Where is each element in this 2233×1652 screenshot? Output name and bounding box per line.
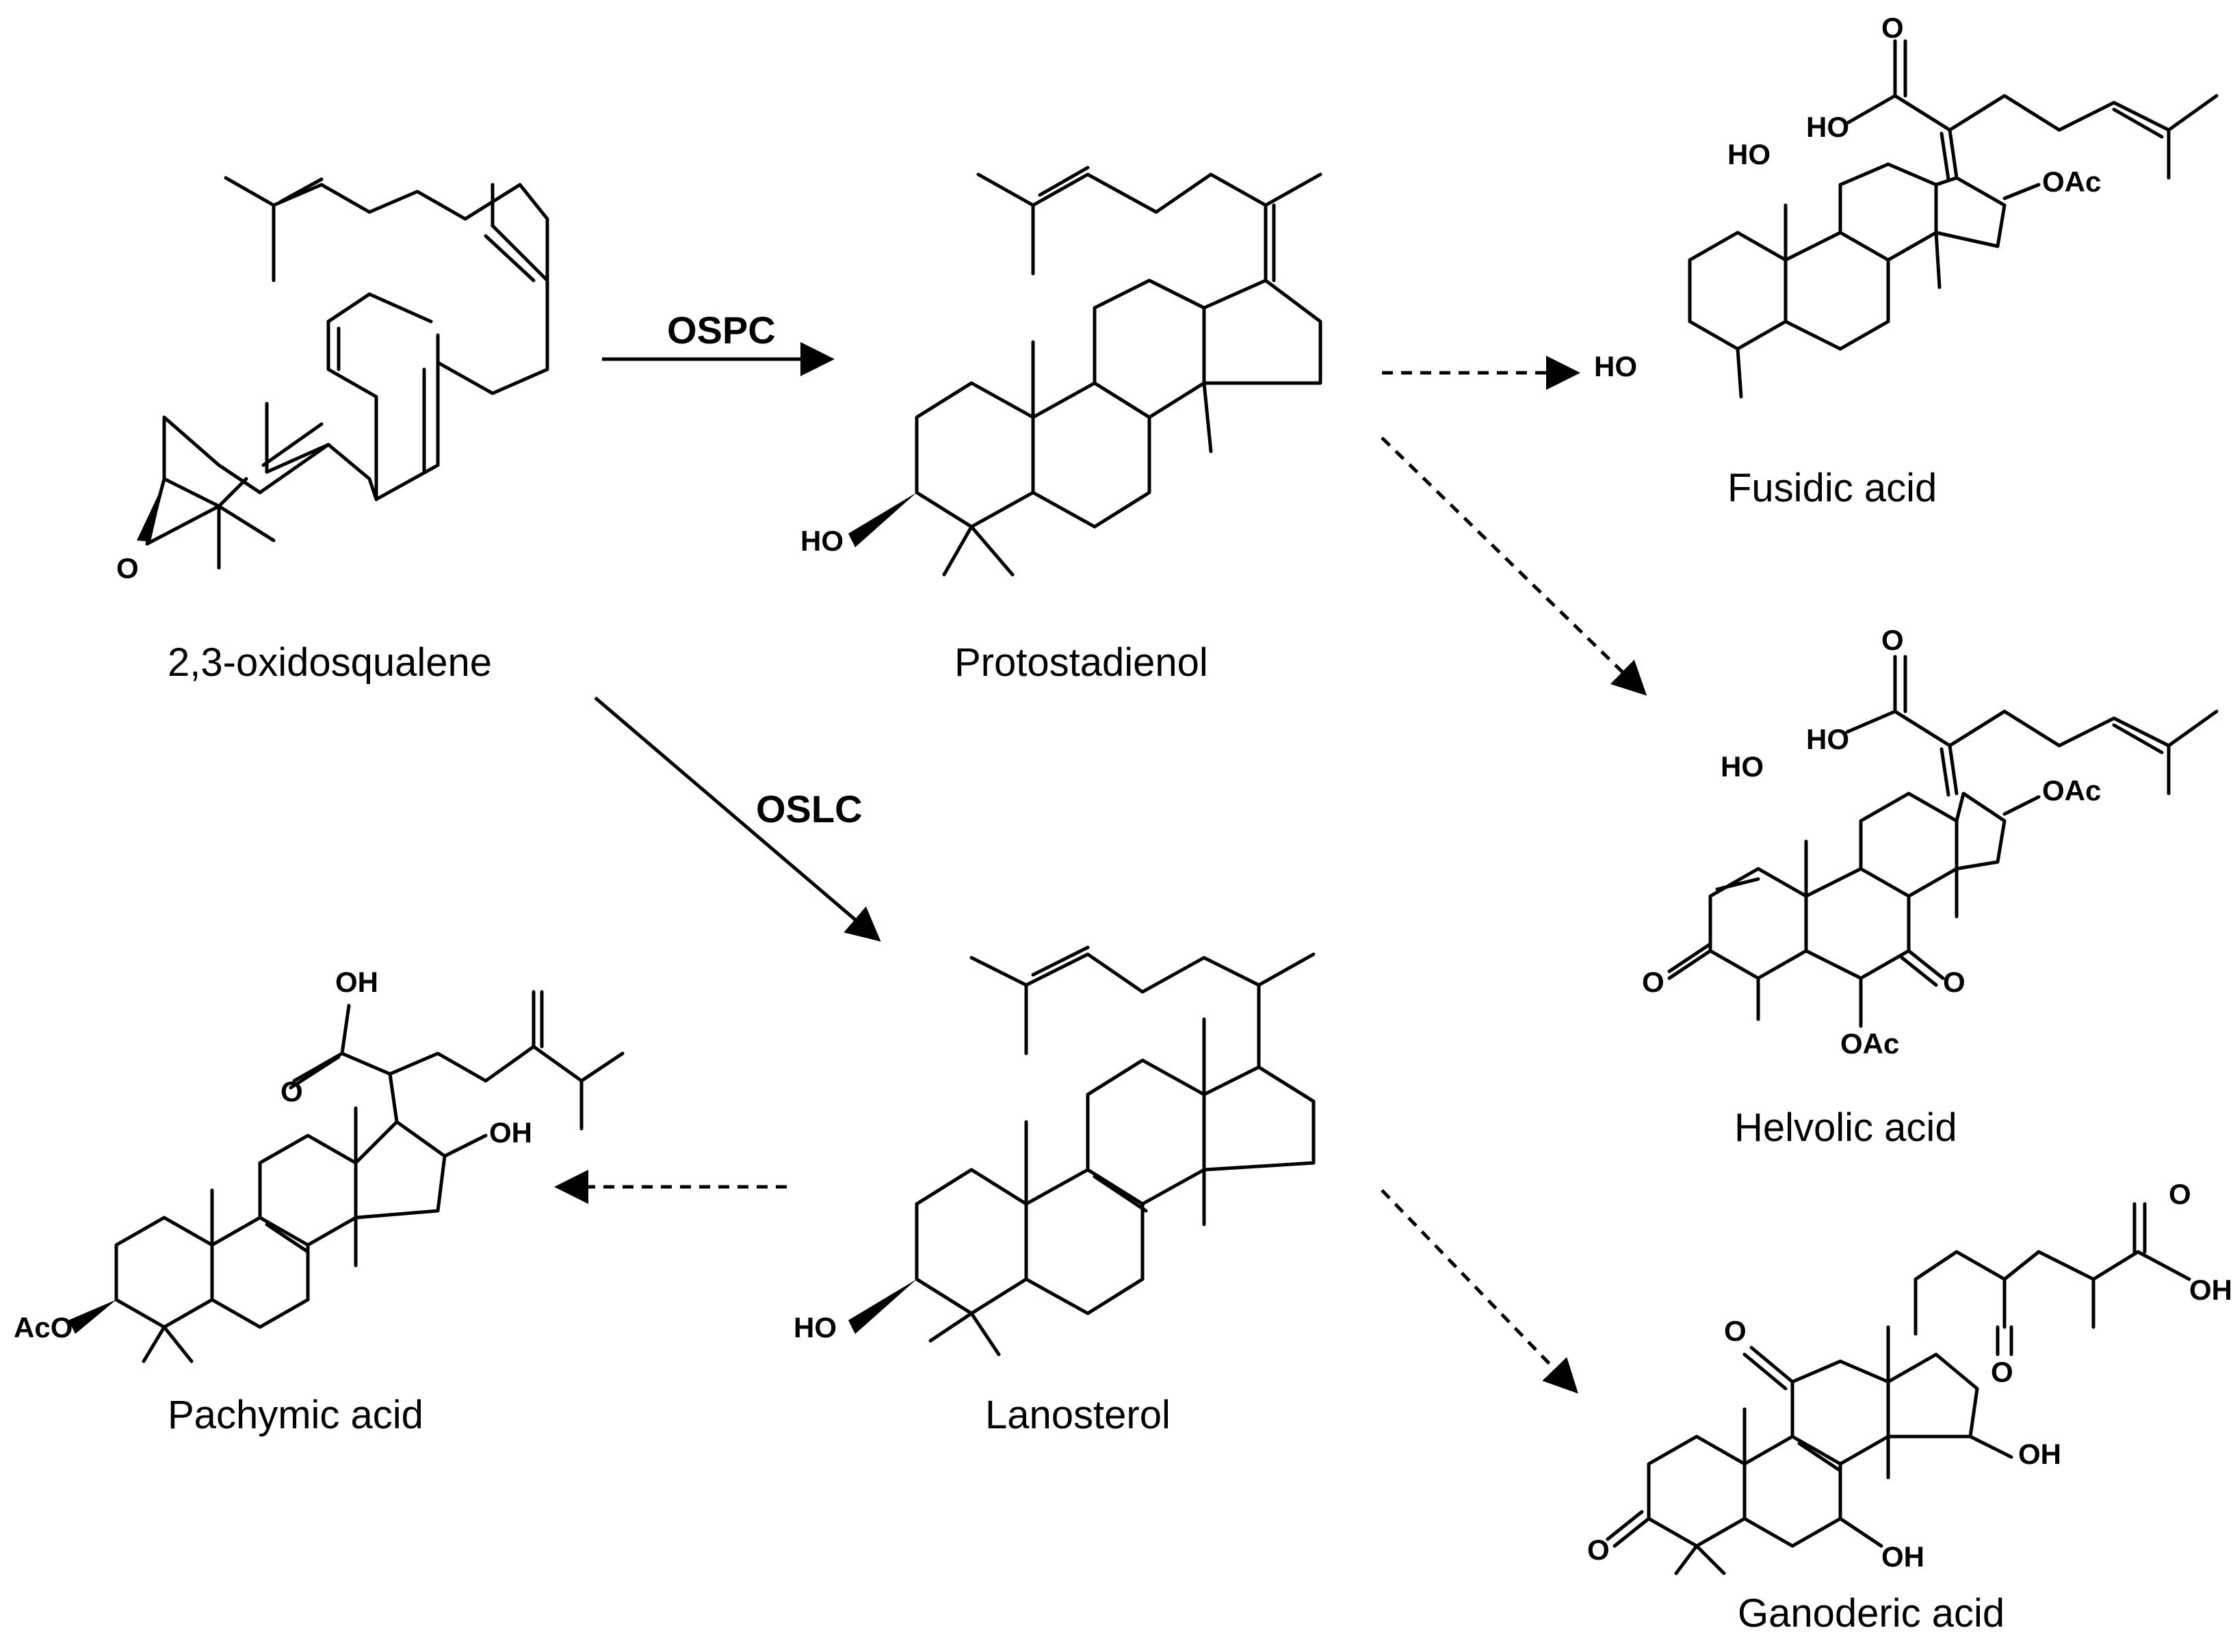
atom-label: AcO (14, 1311, 73, 1343)
structure-oxidosqualene: O (116, 176, 549, 584)
atom-label: OH (335, 966, 378, 998)
atom-label: OH (489, 1116, 532, 1149)
structure-helvolic-acid: HO HO OAc O O OAc O (1642, 624, 2219, 1060)
atom-label: OH (1881, 1540, 1924, 1573)
atom-label: O (1587, 1534, 1610, 1566)
compound-name-oxidosqualene: 2,3-oxidosqualene (168, 640, 493, 685)
atom-label: O (1642, 966, 1664, 998)
atom-label: HO (1721, 750, 1764, 783)
atom-label: O (280, 1075, 303, 1107)
arrow-to-helvolic (1381, 436, 1647, 696)
atom-label: O (1724, 1315, 1747, 1347)
structure-fusidic-acid: HO HO OAc HO O (1594, 12, 2219, 399)
structure-lanosterol: HO (794, 945, 1316, 1356)
atom-label: OAc (2042, 774, 2101, 807)
atom-label: O (1991, 1356, 2013, 1388)
enzyme-label-oslc: OSLC (756, 787, 863, 830)
arrow-to-ganoderic (1381, 1189, 1578, 1394)
atom-label: OH (2018, 1438, 2061, 1470)
atom-label: OH (2189, 1274, 2232, 1306)
atom-label: HO (1727, 138, 1771, 170)
compound-name-pachymic-acid: Pachymic acid (168, 1393, 423, 1437)
structure-pachymic-acid: OH O OH AcO (14, 966, 625, 1363)
compound-name-lanosterol: Lanosterol (985, 1393, 1171, 1437)
enzyme-label-ospc: OSPC (667, 309, 776, 352)
compound-name-helvolic-acid: Helvolic acid (1734, 1105, 1957, 1150)
compound-name-fusidic-acid: Fusidic acid (1727, 466, 1937, 510)
atom-label: O (1881, 12, 1904, 44)
structure-ganoderic-acid: O OH O O O OH OH (1587, 1178, 2232, 1575)
atom-label: O (116, 552, 139, 584)
compound-name-ganoderic-acid: Ganoderic acid (1738, 1591, 2005, 1636)
atom-label: OAc (1840, 1027, 1899, 1060)
structure-protostadienol: HO (800, 166, 1322, 577)
atom-label: O (1881, 624, 1904, 656)
atom-label: HO (1806, 723, 1849, 755)
atom-label: HO (794, 1311, 837, 1343)
atom-label: O (1943, 966, 1966, 998)
atom-label: HO (1806, 111, 1849, 143)
atom-label: HO (1594, 350, 1637, 382)
compound-name-protostadienol: Protostadienol (954, 640, 1208, 685)
atom-label: HO (800, 525, 844, 557)
atom-label: O (2169, 1178, 2191, 1210)
arrow-oslc (594, 696, 881, 942)
atom-label: OAc (2042, 166, 2101, 198)
